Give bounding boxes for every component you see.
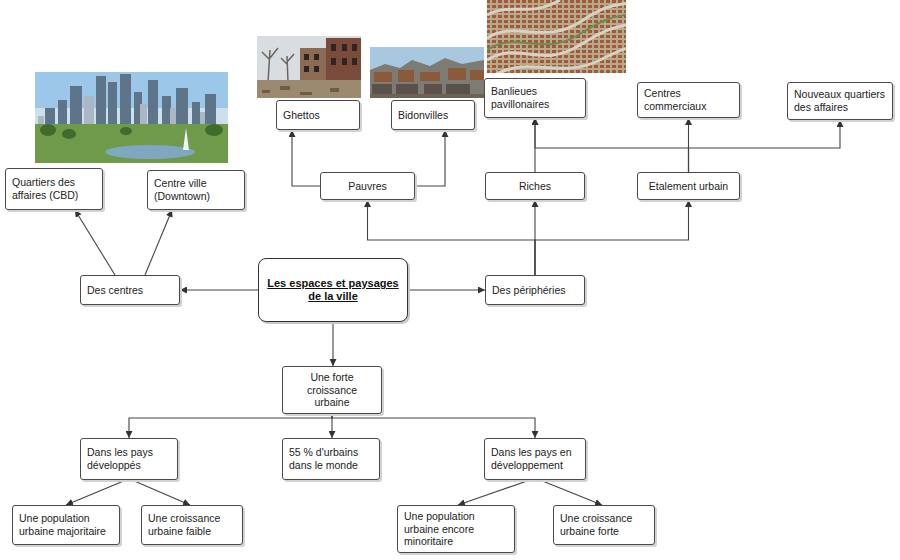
node-text: Une population urbaine majoritaire [19, 512, 113, 537]
node-text: Bidonvilles [398, 109, 468, 122]
rubble [262, 86, 339, 95]
topic-box: Bidonvilles [391, 100, 475, 130]
node-text: Quartiers des affaires (CBD) [12, 176, 96, 201]
node-text: Dans les pays développés [87, 446, 171, 471]
node-text: Une croissance urbaine faible [148, 512, 236, 537]
sky [370, 47, 484, 98]
sky [35, 72, 228, 132]
topic-box: Centres commerciaux [637, 82, 740, 118]
trees [40, 124, 223, 139]
topic-box: Dans les pays en développement [484, 438, 586, 480]
central-topic-box: Les espaces et paysages de la ville [258, 258, 408, 322]
connector-arrow [332, 414, 535, 438]
ground [257, 80, 361, 98]
node-text: Centres commerciaux [644, 87, 733, 112]
towers-light [38, 96, 205, 126]
building [300, 48, 328, 82]
connector-arrow [540, 480, 602, 505]
node-text: Banlieues pavillonaires [491, 85, 579, 110]
topic-box: Quartiers des affaires (CBD) [5, 168, 103, 210]
connector-arrow [129, 414, 332, 438]
towers [45, 74, 216, 126]
node-text: Dans les pays en développement [491, 446, 579, 471]
node-text: Des centres [87, 284, 173, 297]
connector-arrow [458, 480, 530, 505]
shack-roofs [370, 58, 484, 98]
ground [370, 94, 484, 98]
topic-box: Etalement urbain [637, 172, 740, 200]
topic-box: Pauvres [320, 172, 415, 200]
node-text: Nouveaux quartiers des affaires [794, 88, 886, 113]
topic-box: Des centres [80, 275, 180, 305]
connector-arrow [66, 480, 126, 505]
topic-box: Une croissance urbaine forte [553, 505, 655, 545]
pond [105, 145, 195, 159]
connector-arrow [332, 322, 333, 366]
node-text: Riches [492, 180, 578, 193]
node-text: Pauvres [327, 180, 408, 193]
node-text: Une population urbaine encore minoritair… [404, 510, 508, 548]
node-text: 55 % d'urbains dans le monde [289, 446, 373, 471]
topic-box: Des périphéries [485, 275, 585, 305]
connector-arrow [535, 118, 689, 172]
topic-box: Banlieues pavillonaires [484, 78, 586, 118]
topic-box: Une forte croissance urbaine [282, 366, 382, 414]
connector-arrow [145, 210, 172, 275]
node-text: Une forte croissance urbaine [289, 371, 375, 409]
node-text: Centre ville (Downtown) [154, 177, 238, 202]
connector-arrow [132, 480, 190, 505]
suburb-photo [487, 0, 626, 73]
connector-arrow [415, 130, 445, 186]
node-text: Les espaces et paysages de la ville [265, 277, 401, 303]
topic-box: Une croissance urbaine faible [141, 505, 243, 545]
topic-box: Centre ville (Downtown) [147, 170, 245, 210]
ghetto-photo [257, 36, 361, 98]
node-text: Etalement urbain [644, 180, 733, 193]
rust-roofs [374, 68, 484, 82]
connector-arrow [180, 289, 258, 290]
node-text: Des périphéries [492, 284, 578, 297]
sky [257, 36, 361, 98]
connector-arrow [292, 130, 320, 186]
roofs [487, 0, 626, 73]
connector-arrow [689, 120, 841, 172]
windows [304, 44, 357, 72]
slum-photo [370, 47, 484, 98]
node-text: Ghettos [283, 109, 353, 122]
skyline-photo [35, 72, 228, 163]
ground [487, 0, 626, 73]
topic-box: Une population urbaine encore minoritair… [397, 505, 515, 553]
lawn [35, 124, 228, 163]
topic-box: Nouveaux quartiers des affaires [787, 82, 893, 120]
roads [487, 0, 626, 73]
topic-box: Riches [485, 172, 585, 200]
connector-arrow [535, 200, 689, 275]
connector-arrow [75, 210, 115, 275]
node-text: Une croissance urbaine forte [560, 512, 648, 537]
green-strip [487, 10, 626, 50]
topic-box: Dans les pays développés [80, 438, 178, 480]
bare-trees [262, 48, 294, 82]
topic-box: 55 % d'urbains dans le monde [282, 438, 380, 480]
fountain [183, 128, 189, 150]
connector-arrow [408, 289, 485, 290]
topic-box: Ghettos [276, 100, 360, 130]
topic-box: Une population urbaine majoritaire [12, 505, 120, 545]
